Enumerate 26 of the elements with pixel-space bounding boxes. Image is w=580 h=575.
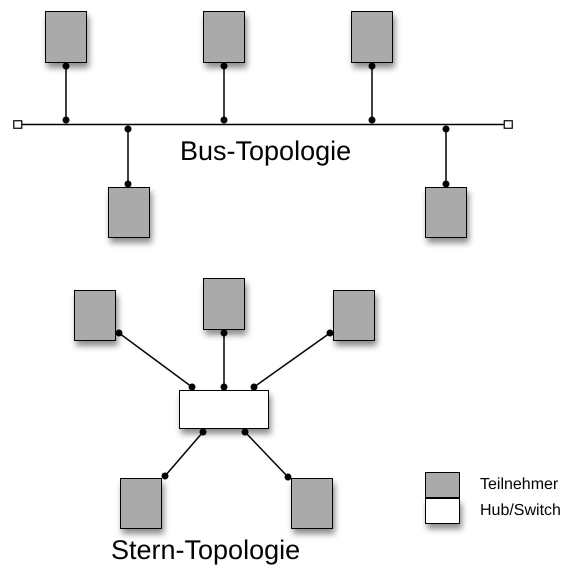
station-box <box>74 290 116 341</box>
connection-line <box>242 428 292 480</box>
topology-title: Stern-Topologie <box>111 535 300 566</box>
station-box <box>351 11 393 63</box>
connection-line <box>62 62 70 124</box>
connection-line <box>162 428 206 480</box>
connection-line <box>368 62 376 124</box>
station-box <box>203 11 245 63</box>
connection-line <box>220 62 228 124</box>
station-box <box>120 478 162 529</box>
legend-label: Teilnehmer <box>480 476 558 494</box>
station-box <box>333 290 375 341</box>
topology-title: Bus-Topologie <box>180 136 352 167</box>
legend-label: Hub/Switch <box>480 502 561 520</box>
hub-box <box>179 390 269 429</box>
connection-line <box>250 330 334 390</box>
bus-line <box>13 120 513 129</box>
station-box <box>45 11 87 63</box>
connection-line <box>124 126 132 188</box>
station-box <box>291 478 333 529</box>
station-box <box>425 187 467 238</box>
connection-line <box>220 330 228 390</box>
station-box <box>203 278 245 330</box>
connection-line <box>116 330 196 390</box>
station-box <box>108 187 150 238</box>
connection-line <box>442 126 450 188</box>
